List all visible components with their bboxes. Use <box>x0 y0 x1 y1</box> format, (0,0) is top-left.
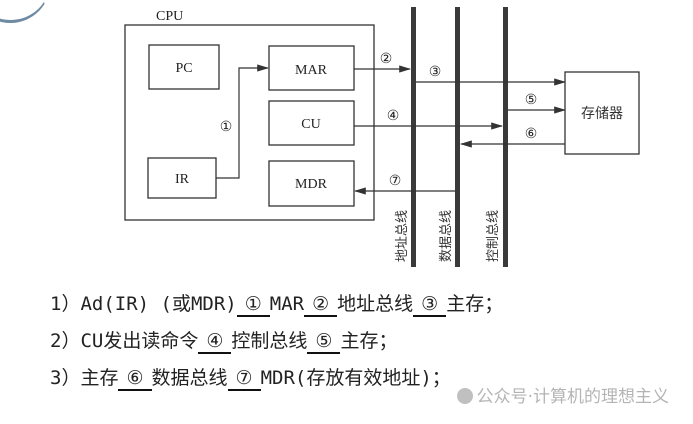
ir-to-mar-arrow <box>216 64 270 179</box>
step-1-marker-c: ③ <box>413 293 447 317</box>
step-marker-5: ⑤ <box>525 93 538 108</box>
step-marker-7: ⑦ <box>389 174 402 189</box>
wechat-account-icon <box>456 388 473 404</box>
step-1-address-bus: 地址总线 <box>337 293 414 315</box>
data-bus-label: 数据总线 <box>439 210 454 262</box>
cpu-label: CPU <box>156 9 183 24</box>
step-marker-3: ③ <box>429 65 442 80</box>
step-2-destination: 主存； <box>340 330 398 352</box>
mdr-register-label: MDR <box>295 177 328 192</box>
memory-label: 存储器 <box>581 106 623 122</box>
step-3-number: 3） <box>50 367 81 389</box>
step-3-destination: MDR(存放有效地址)； <box>260 367 451 389</box>
memory-box <box>564 71 640 155</box>
cu-label: CU <box>301 117 320 132</box>
step-marker-2: ② <box>380 52 393 67</box>
step-2-control-bus: 控制总线 <box>231 330 308 352</box>
step-1-mar: MAR <box>269 293 305 315</box>
step-3-source: 主存 <box>80 367 119 389</box>
watermark-text: 公众号·计算机的理想主义 <box>476 387 669 407</box>
mdr-register-box <box>268 160 355 207</box>
address-bus-label: 地址总线 <box>395 210 410 262</box>
step-3-marker-a: ⑥ <box>118 367 152 391</box>
step-2-source: CU发出读命令 <box>80 330 199 352</box>
step-1-destination: 主存； <box>446 293 504 315</box>
step-2-marker-b: ⑤ <box>307 330 341 354</box>
step-2-number: 2） <box>50 330 81 352</box>
watermark: 公众号·计算机的理想主义 <box>456 382 669 407</box>
step-marker-1: ① <box>220 120 233 135</box>
address-bus-line <box>411 7 416 267</box>
cpu-memory-diagram: CPU PC IR MAR CU MDR ① ② ③ ④ ⑤ ⑥ ⑦ 存储器 地… <box>124 7 640 267</box>
mar-register-label: MAR <box>295 63 328 78</box>
pc-register-box <box>148 44 220 90</box>
control-bus-line <box>503 7 508 267</box>
step-1-marker-a: ① <box>236 293 270 317</box>
control-bus-label: 控制总线 <box>486 210 501 262</box>
step-3-data-bus: 数据总线 <box>151 367 228 389</box>
step-2-marker-a: ④ <box>198 330 232 354</box>
cu-box <box>268 100 355 146</box>
ir-register-label: IR <box>175 172 190 187</box>
data-bus-line <box>455 7 460 267</box>
step-marker-6: ⑥ <box>525 127 538 142</box>
step-3-marker-b: ⑦ <box>227 367 261 391</box>
cpu-box <box>124 24 375 221</box>
step-1-number: 1） <box>50 293 81 315</box>
step-marker-4: ④ <box>387 109 400 124</box>
pc-register-label: PC <box>175 61 192 76</box>
step-1-source: Ad(IR) (或MDR) <box>80 293 237 315</box>
step-1-marker-b: ② <box>304 293 338 317</box>
